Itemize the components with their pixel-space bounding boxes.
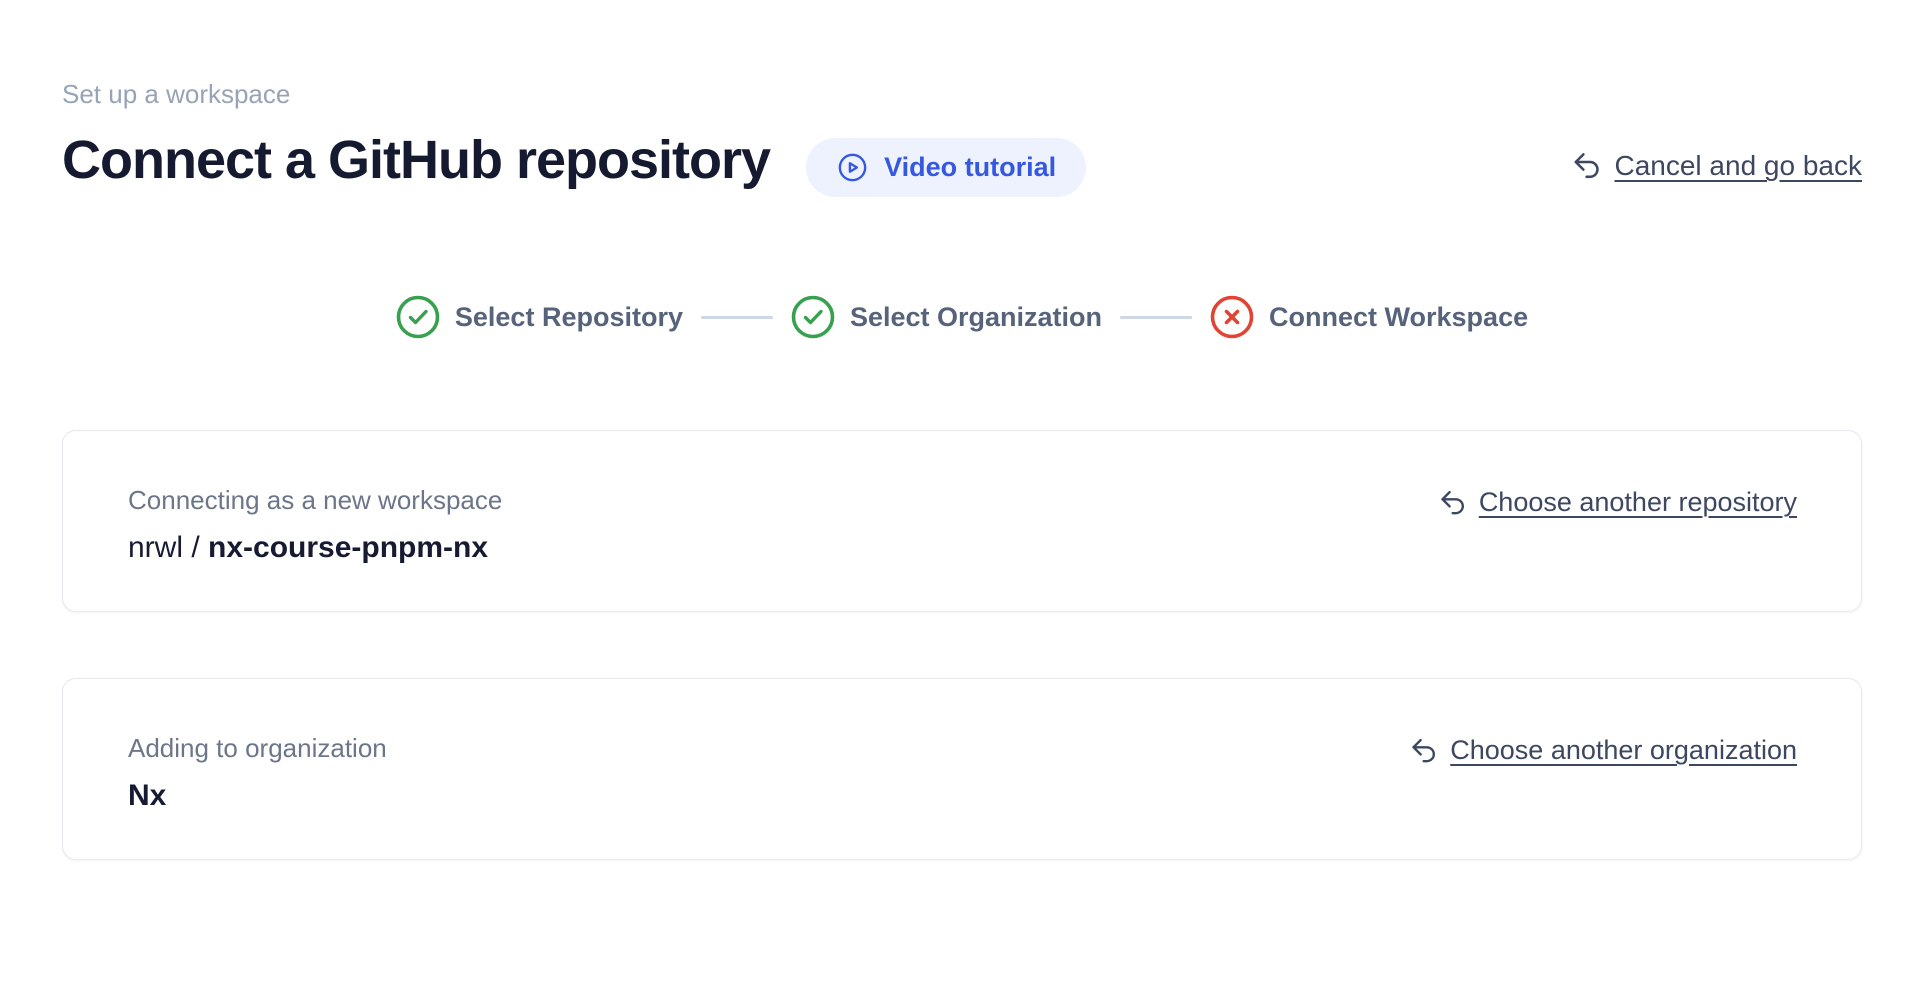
stepper-connector [1120,315,1193,319]
undo-arrow-icon [1438,488,1468,518]
play-circle-icon [836,151,869,184]
undo-arrow-icon [1409,736,1439,766]
organization-card-info: Adding to organization Nx [128,731,387,815]
cancel-and-go-back-link[interactable]: Cancel and go back [1571,150,1862,182]
undo-arrow-icon [1571,150,1603,182]
organization-name: Nx [128,777,387,815]
page-title: Connect a GitHub repository [62,129,771,190]
repository-owner: nrwl / [128,531,209,564]
check-circle-icon [791,295,835,339]
choose-another-repository-link[interactable]: Choose another repository [1438,487,1797,518]
title-row: Connect a GitHub repository Video tutori… [62,122,1862,197]
repository-card-info: Connecting as a new workspace nrwl / nx-… [128,483,502,567]
organization-card-label: Adding to organization [128,733,387,763]
choose-another-organization-link[interactable]: Choose another organization [1409,735,1797,766]
repository-card: Connecting as a new workspace nrwl / nx-… [62,430,1862,612]
step-label: Connect Workspace [1269,301,1529,332]
choose-another-repository-label: Choose another repository [1478,487,1797,517]
stepper-connector [700,315,773,319]
main-content: Set up a workspace Connect a GitHub repo… [0,78,1924,339]
step-label: Select Repository [454,301,683,332]
choose-another-organization-label: Choose another organization [1450,735,1797,765]
cancel-link-label: Cancel and go back [1614,150,1862,181]
video-tutorial-button[interactable]: Video tutorial [806,138,1087,197]
step-select-repository: Select Repository [396,295,683,339]
check-circle-icon [396,295,440,339]
step-label: Select Organization [849,301,1103,332]
repository-card-label: Connecting as a new workspace [128,485,503,515]
repository-name-bold: nx-course-pnpm-nx [208,531,489,564]
step-select-organization: Select Organization [791,295,1102,339]
organization-name-bold: Nx [128,779,167,812]
progress-stepper: Select Repository Select Organization Co… [62,295,1862,339]
x-circle-icon [1210,295,1254,339]
organization-card: Adding to organization Nx Choose another… [62,678,1862,860]
step-connect-workspace: Connect Workspace [1210,295,1528,339]
repository-name: nrwl / nx-course-pnpm-nx [128,529,502,567]
eyebrow-label: Set up a workspace [62,79,291,109]
video-tutorial-label: Video tutorial [884,152,1057,182]
